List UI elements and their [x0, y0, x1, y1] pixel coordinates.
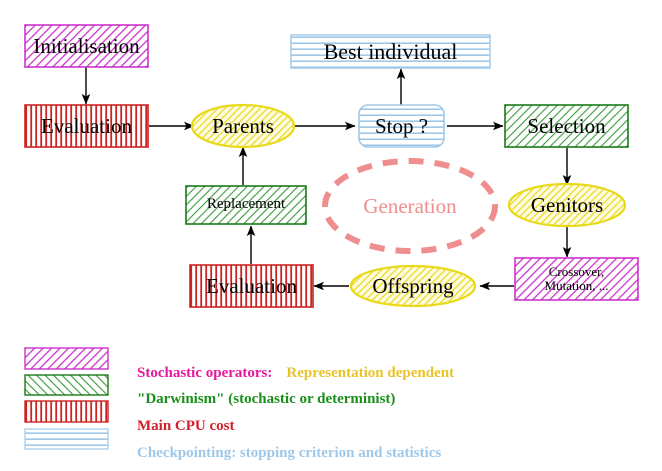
legend-row-cpu-text: Main CPU cost: [122, 401, 235, 452]
legend-swatch-darwinism: [24, 374, 109, 396]
legend-swatch-cpu: [24, 400, 109, 423]
legend-row-darwinism-text: "Darwinism" (stochastic or determinist): [122, 374, 395, 425]
legend-swatch-stochastic: [24, 347, 109, 370]
legend-checkpointing-label: Checkpointing: stopping criterion and st…: [137, 445, 442, 461]
node-offspring[interactable]: [349, 264, 477, 308]
node-genitors[interactable]: [507, 182, 627, 228]
legend-stochastic-label: Stochastic operators:: [137, 365, 273, 381]
legend-swatch-checkpointing: [24, 428, 109, 450]
node-best-individual[interactable]: [290, 34, 491, 69]
node-evaluation-bottom[interactable]: [189, 264, 314, 308]
edge-group: [81, 67, 572, 291]
legend-representation-label: Representation dependent: [286, 365, 455, 381]
node-parents[interactable]: [190, 103, 296, 149]
node-generation: [322, 158, 498, 254]
legend-row-checkpointing-text: Checkpointing: stopping criterion and st…: [122, 428, 441, 471]
node-evaluation-top[interactable]: [24, 104, 149, 148]
node-replacement[interactable]: [185, 185, 307, 225]
legend-cpu-label: Main CPU cost: [137, 418, 235, 434]
node-stop[interactable]: [358, 104, 445, 148]
node-crossover-mutation[interactable]: [514, 257, 639, 301]
node-selection[interactable]: [504, 104, 629, 148]
legend-row-stochastic-text: Stochastic operators: Representation depe…: [122, 348, 454, 399]
node-initialisation[interactable]: [24, 24, 149, 68]
legend-darwinism-label: "Darwinism" (stochastic or determinist): [137, 391, 396, 407]
